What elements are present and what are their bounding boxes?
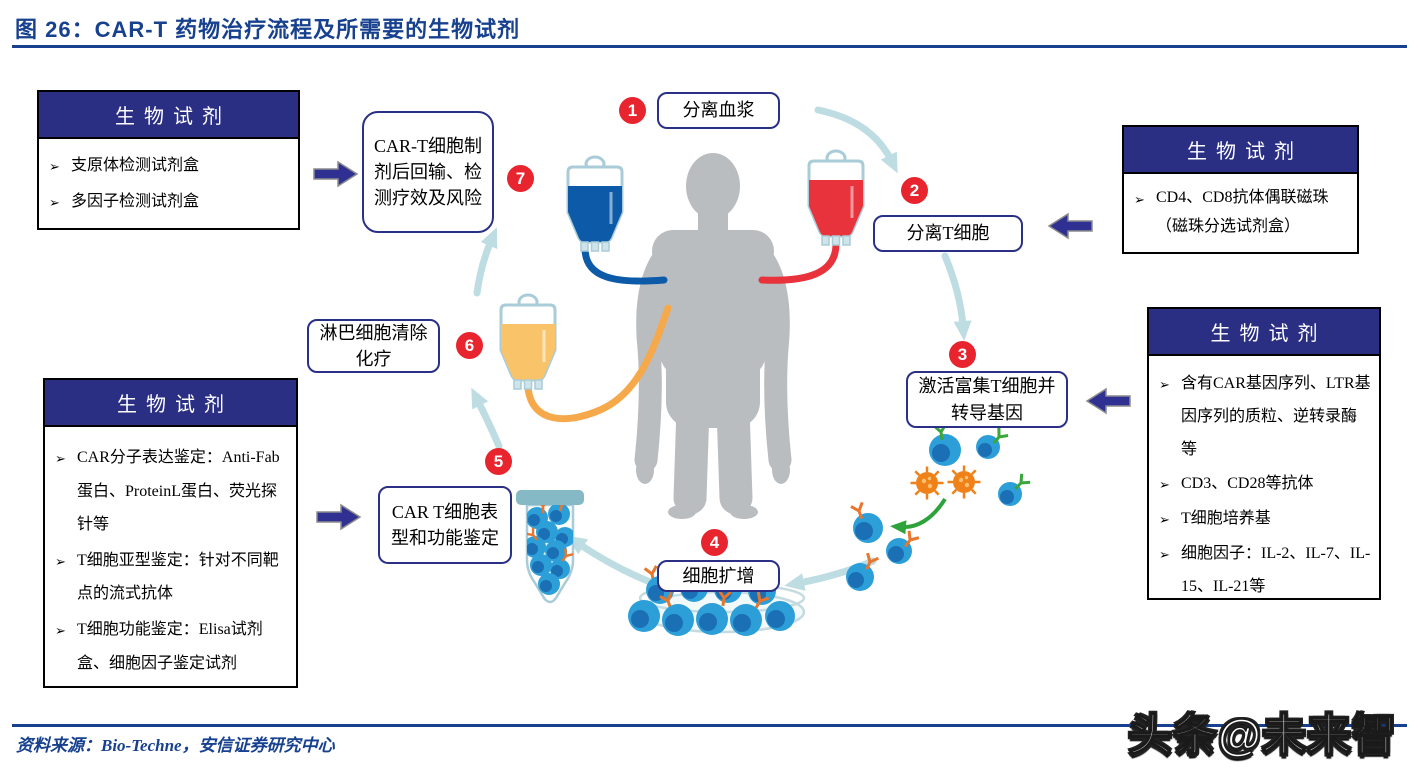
block-arrow-right-icon [316, 503, 362, 531]
page-title: 图 26：CAR-T 药物治疗流程及所需要的生物试剂 [15, 17, 521, 42]
step-label-reinfusion: CAR-T细胞制剂后回输、检测疗效及风险 [362, 111, 494, 233]
red-tube [758, 240, 840, 284]
human-silhouette [634, 153, 792, 519]
step-badge-2: 2 [901, 177, 928, 204]
arrow-bullet-icon: ➢ [55, 451, 66, 466]
block-arrow-left-icon [1085, 387, 1131, 415]
step-label-lymphodepletion: 淋巴细胞清除化疗 [307, 319, 440, 373]
step-badge-6: 6 [456, 332, 483, 359]
reagent-item: ➢ 支原体检测试剂盒 [49, 149, 288, 183]
reagent-item: ➢ CD4、CD8抗体偶联磁珠（磁珠分选试剂盒） [1134, 184, 1347, 242]
reagent-item: ➢ CAR分子表达鉴定：Anti-Fab蛋白、ProteinL蛋白、荧光探针等 [55, 441, 286, 542]
arrow-bullet-icon: ➢ [49, 194, 60, 210]
arrow-bullet-icon: ➢ [1134, 192, 1145, 207]
reagent-item: ➢ T细胞亚型鉴定：针对不同靶点的流式抗体 [55, 544, 286, 611]
blood-bag-red-icon [807, 149, 865, 246]
step-badge-7: 7 [507, 165, 534, 192]
step-label-separate-t-cells: 分离T细胞 [873, 215, 1023, 252]
reagent-item: ➢ 含有CAR基因序列、LTR基因序列的质粒、逆转录酶等 [1159, 368, 1371, 466]
step-label-activate-transduce: 激活富集T细胞并转导基因 [906, 371, 1068, 428]
flow-arrow-4-5-icon [566, 535, 662, 589]
footer-rule [12, 724, 1407, 727]
step-label-phenotype-function: CAR T细胞表型和功能鉴定 [378, 486, 512, 564]
watermark: 头条@未来智库 [1127, 710, 1397, 761]
arrow-bullet-icon: ➢ [1159, 512, 1170, 528]
reagent-box-top-right: 生物试剂 ➢ CD4、CD8抗体偶联磁珠（磁珠分选试剂盒） [1122, 125, 1359, 254]
arrow-bullet-icon: ➢ [55, 553, 66, 569]
test-tube-icon [516, 490, 584, 604]
arrow-bullet-icon: ➢ [1159, 377, 1170, 392]
reagent-item: ➢ T细胞培养基 [1159, 503, 1371, 536]
arrow-bullet-icon: ➢ [1159, 477, 1170, 493]
reagent-item: ➢ CD3、CD28等抗体 [1159, 468, 1371, 501]
step-badge-5: 5 [485, 448, 512, 475]
reagent-item: ➢ T细胞功能鉴定：Elisa试剂盒、细胞因子鉴定试剂 [55, 613, 286, 680]
blue-tube [581, 244, 668, 285]
title-rule [12, 45, 1407, 48]
virus-icon [909, 465, 945, 501]
reagent-item: ➢ 多因子检测试剂盒 [49, 185, 288, 219]
reagent-box-right: 生物试剂 ➢ 含有CAR基因序列、LTR基因序列的质粒、逆转录酶等 ➢ CD3、… [1147, 307, 1381, 600]
block-arrow-left-icon [1047, 212, 1093, 240]
arrow-bullet-icon: ➢ [49, 159, 60, 174]
flow-arrow-1-2-icon [814, 106, 898, 174]
reagent-box-header: 生物试剂 [1124, 127, 1357, 174]
virus-icon [946, 464, 982, 500]
reagent-box-header: 生物试剂 [45, 380, 296, 427]
block-arrow-right-icon [313, 160, 359, 188]
reagent-box-header: 生物试剂 [1149, 309, 1379, 356]
step-label-separate-plasma: 分离血浆 [657, 92, 780, 129]
step-label-cell-expansion: 细胞扩增 [657, 560, 780, 592]
t-cell-activation-graphic [846, 422, 1032, 591]
reagent-box-header: 生物试剂 [39, 92, 298, 139]
reagent-item: ➢ 细胞因子：IL-2、IL-7、IL-15、IL-21等 [1159, 538, 1371, 604]
arrow-bullet-icon: ➢ [1159, 546, 1170, 562]
blood-bag-blue-icon [566, 155, 624, 252]
step-badge-4: 4 [701, 529, 728, 556]
orange-tube [524, 304, 672, 423]
reagent-box-top-left: 生物试剂 ➢ 支原体检测试剂盒 ➢ 多因子检测试剂盒 [37, 90, 300, 231]
flow-arrow-5-6-icon [471, 387, 503, 450]
iv-bag-orange-icon [499, 293, 557, 390]
step-badge-3: 3 [949, 341, 976, 368]
flow-arrow-6-7-icon [473, 227, 498, 297]
flow-arrow-2-3-icon [941, 252, 972, 341]
step-badge-1: 1 [619, 97, 646, 124]
arrow-bullet-icon: ➢ [55, 622, 66, 638]
source-note: 资料来源：Bio-Techne，安信证券研究中心 [16, 736, 335, 755]
transduction-arrow-icon [890, 497, 947, 535]
reagent-box-bottom-left: 生物试剂 ➢ CAR分子表达鉴定：Anti-Fab蛋白、ProteinL蛋白、荧… [43, 378, 298, 688]
